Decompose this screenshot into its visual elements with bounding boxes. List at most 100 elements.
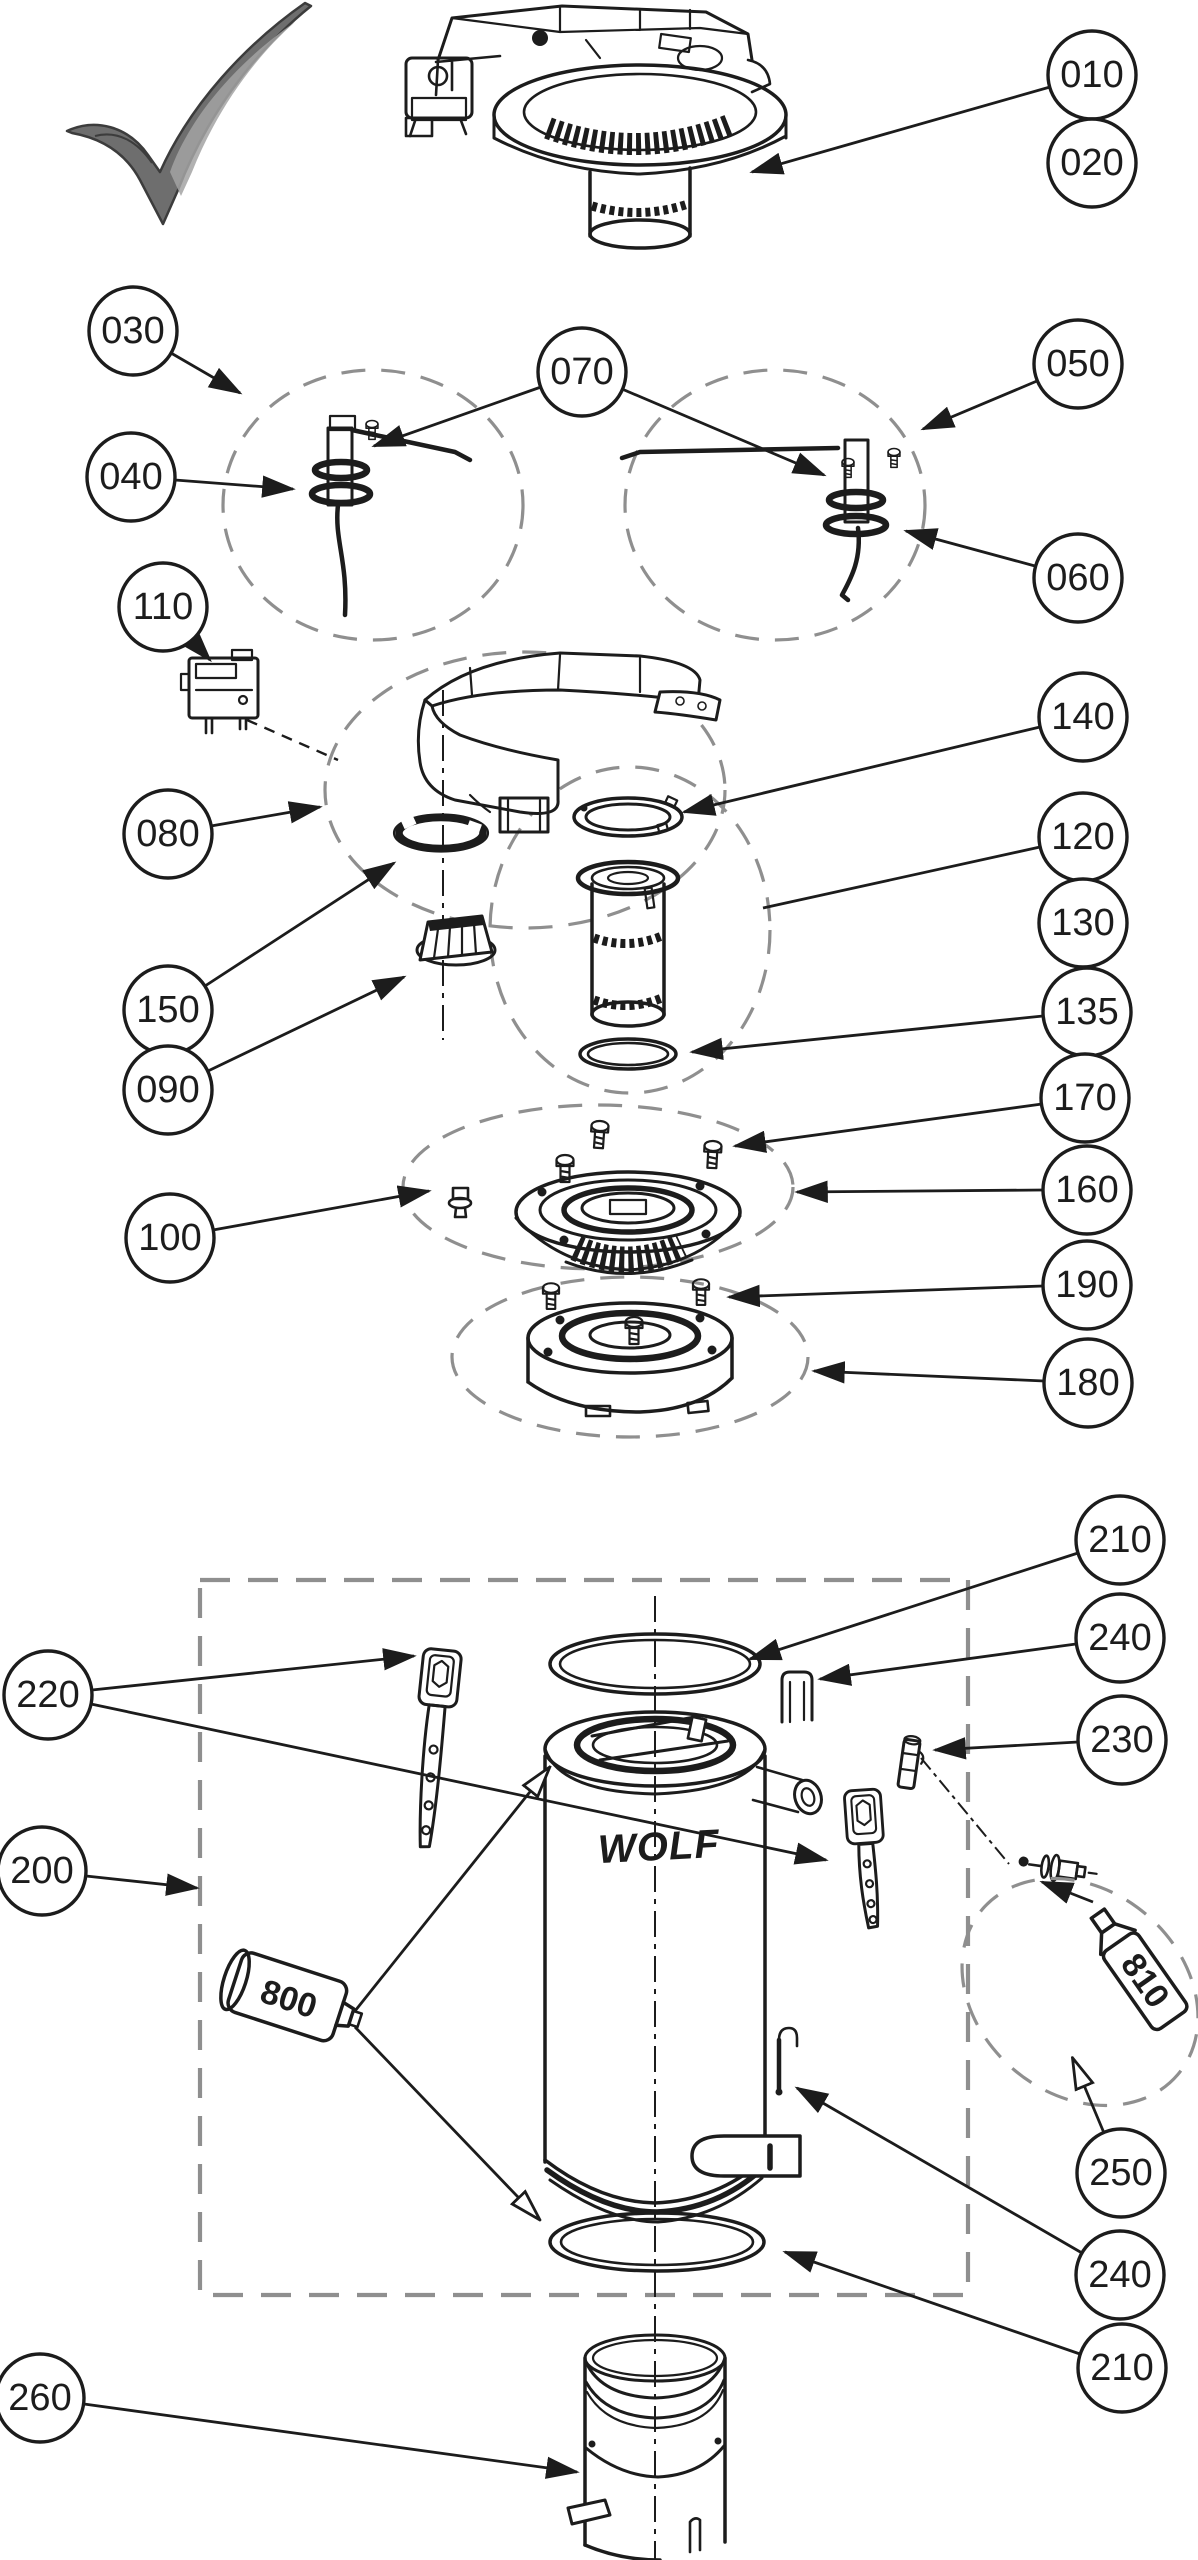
- leader-220-lower: [90, 1702, 829, 1865]
- callout-210-lower: 210: [1076, 2322, 1168, 2414]
- callout-170: 170: [1039, 1052, 1131, 1144]
- sensor-axis-dashed-line: [920, 1757, 1010, 1865]
- callout-210-lower-label: 210: [1090, 2347, 1153, 2389]
- callout-200-label: 200: [10, 1850, 73, 1892]
- callout-160: 160: [1041, 1144, 1133, 1236]
- leader-100: [212, 1185, 432, 1232]
- flue-adapter-drawing: [566, 2333, 727, 2560]
- grease-tube-large-label: 810: [1113, 1947, 1177, 2015]
- callout-110: 110: [117, 561, 209, 653]
- callout-020: 020: [1046, 117, 1138, 209]
- callout-240-lower: 240: [1074, 2229, 1166, 2321]
- callout-135-label: 135: [1055, 991, 1118, 1033]
- callout-260-label: 260: [8, 2377, 71, 2419]
- leader-210-lower: [782, 2250, 1081, 2356]
- callout-090: 090: [122, 1044, 214, 1136]
- retaining-ring-drawing: [572, 795, 684, 838]
- callout-070-label: 070: [550, 351, 613, 393]
- leader-800-down: [353, 2026, 539, 2219]
- leader-210-upper: [747, 1551, 1079, 1661]
- leader-070-left: [371, 385, 542, 448]
- ionisation-electrode-drawing: [619, 438, 901, 603]
- callout-160-label: 160: [1055, 1169, 1118, 1211]
- grease-group-ellipse: [960, 1876, 1198, 2108]
- callout-140-label: 140: [1051, 696, 1114, 738]
- callout-060: 060: [1032, 532, 1124, 624]
- callout-260: 260: [0, 2352, 86, 2444]
- leader-800-up: [353, 1768, 549, 2012]
- tank-brand-logo-text: WOLF: [597, 1822, 721, 1872]
- leader-160: [794, 1180, 1044, 1203]
- callout-200: 200: [0, 1825, 88, 1917]
- leader-080: [210, 801, 323, 828]
- leader-135: [689, 1014, 1044, 1060]
- leader-010: [749, 85, 1051, 175]
- callout-150: 150: [122, 964, 214, 1056]
- fixing-strap-left-drawing: [416, 1646, 464, 1849]
- callout-190-label: 190: [1055, 1264, 1118, 1306]
- callout-040-label: 040: [99, 456, 162, 498]
- leader-040: [174, 475, 296, 498]
- callout-070: 070: [536, 326, 628, 418]
- callout-120-label: 120: [1051, 816, 1114, 858]
- callout-100: 100: [124, 1192, 216, 1284]
- callout-030-label: 030: [101, 310, 164, 352]
- leader-150: [204, 861, 397, 988]
- leader-220-upper: [91, 1648, 417, 1692]
- leader-110: [181, 629, 212, 663]
- callout-230: 230: [1076, 1694, 1168, 1786]
- lower-oring-drawing: [548, 2211, 766, 2273]
- callout-130-label: 130: [1051, 902, 1114, 944]
- leader-070-right: [621, 387, 827, 477]
- retaining-clip-drawing: [780, 1670, 814, 1724]
- sensor-plug-drawing: [447, 1186, 473, 1219]
- leader-030: [170, 351, 243, 395]
- callout-050: 050: [1032, 318, 1124, 410]
- leader-170: [732, 1102, 1043, 1153]
- callout-110-label: 110: [133, 586, 194, 628]
- burner-gas-air-unit-drawing: [404, 4, 788, 250]
- leader-240-upper: [817, 1642, 1077, 1686]
- callout-080-label: 080: [136, 813, 199, 855]
- fixing-strap-right-drawing: [842, 1787, 886, 1930]
- callout-040: 040: [85, 431, 177, 523]
- leader-260: [83, 2402, 580, 2479]
- callout-010: 010: [1046, 29, 1138, 121]
- callout-230-label: 230: [1090, 1719, 1153, 1761]
- callout-210-upper-label: 210: [1088, 1519, 1151, 1561]
- callout-180-label: 180: [1056, 1362, 1119, 1404]
- callout-140: 140: [1037, 671, 1129, 763]
- callout-250: 250: [1075, 2127, 1167, 2219]
- flange-cover-drawing: [526, 1301, 734, 1418]
- callout-210-upper: 210: [1074, 1494, 1166, 1586]
- burner-gasket-drawing: [392, 813, 490, 853]
- callout-030: 030: [87, 285, 179, 377]
- flange-cover-group-ellipse: [450, 1275, 810, 1439]
- leader-810: [1039, 1880, 1094, 1904]
- ceramic-insert-drawing: [415, 914, 497, 967]
- burner-tube-oring-drawing: [578, 1037, 678, 1071]
- brand-checkmark-logo: [65, 1, 313, 226]
- leader-180: [811, 1361, 1045, 1384]
- leader-060: [903, 528, 1036, 568]
- leader-250: [1073, 2059, 1106, 2134]
- callout-050-label: 050: [1046, 343, 1109, 385]
- callout-220-label: 220: [16, 1674, 79, 1716]
- callout-010-label: 010: [1060, 54, 1123, 96]
- leader-lines: [83, 85, 1106, 2479]
- callout-180: 180: [1042, 1337, 1134, 1429]
- burner-tube-drawing: [575, 859, 681, 1028]
- water-tank-drawing: [543, 1710, 823, 2224]
- ionisation-electrode-group-ellipse: [623, 368, 927, 642]
- leader-190: [726, 1284, 1044, 1308]
- grease-tube-small-label: 800: [256, 1973, 322, 2027]
- grease-tube-small-drawing: 800: [219, 1948, 364, 2043]
- callout-240-upper: 240: [1074, 1592, 1166, 1684]
- burner-housing-group-ellipse: [323, 650, 727, 930]
- gas-valve-drawing: [179, 648, 260, 735]
- callout-060-label: 060: [1046, 557, 1109, 599]
- callout-240-lower-label: 240: [1088, 2254, 1151, 2296]
- callout-balloons: 010 020 030 040 070 050 060 110 080 150 …: [0, 29, 1168, 2444]
